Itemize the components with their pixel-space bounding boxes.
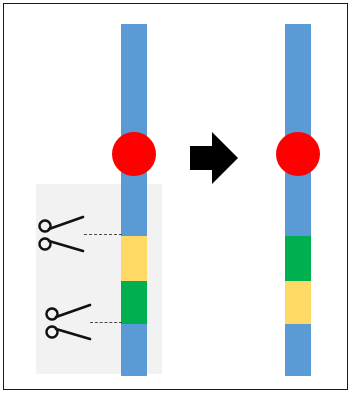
left-centromere bbox=[112, 132, 156, 176]
right-chromosome-bottom-segment bbox=[285, 324, 311, 376]
left-chromosome-yellow-segment bbox=[121, 236, 147, 281]
left-chromosome-bottom-segment bbox=[121, 324, 147, 376]
right-chromosome bbox=[285, 24, 311, 376]
right-chromosome-yellow-segment bbox=[285, 281, 311, 324]
scissors-icon bbox=[38, 215, 85, 253]
left-chromosome-green-segment bbox=[121, 281, 147, 324]
lower-cut-line bbox=[90, 322, 122, 323]
right-arrow-icon bbox=[190, 132, 238, 184]
left-chromosome bbox=[121, 24, 147, 376]
right-centromere bbox=[276, 132, 320, 176]
right-chromosome-green-segment bbox=[285, 236, 311, 281]
upper-cut-line bbox=[84, 234, 122, 235]
scissors-icon bbox=[45, 303, 92, 341]
